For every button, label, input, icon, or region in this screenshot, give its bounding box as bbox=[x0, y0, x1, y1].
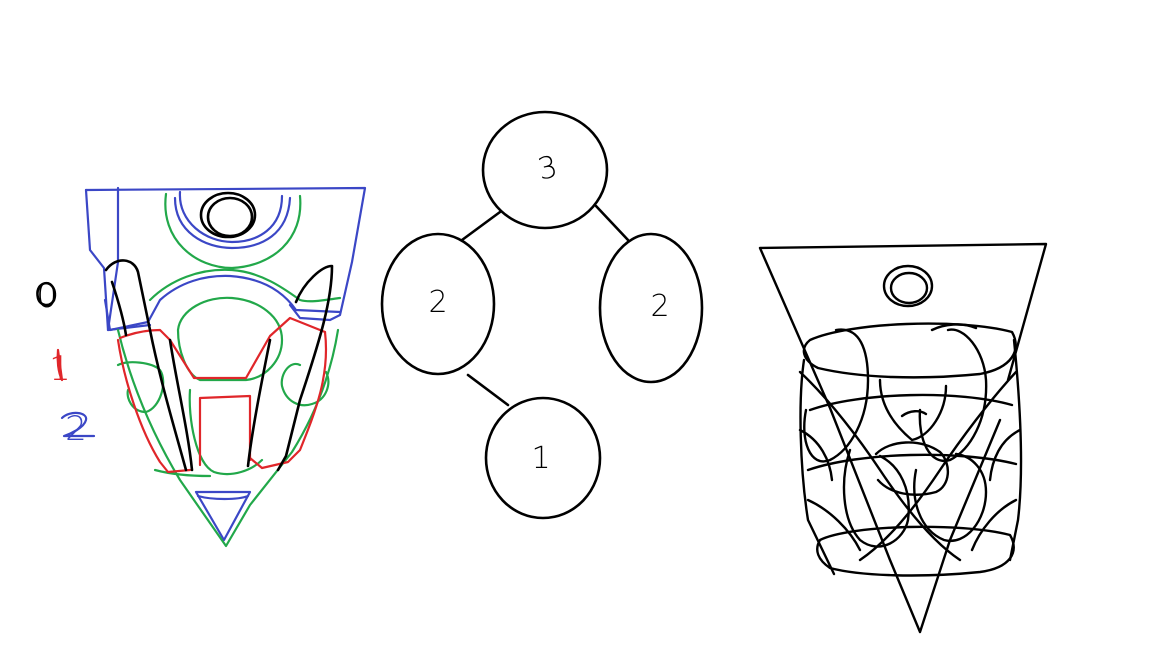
tree-node-label-left: 2 bbox=[428, 285, 447, 320]
layer-green-strokes bbox=[116, 192, 342, 548]
tree-edge-root-right bbox=[594, 204, 630, 242]
layer-0-black-strokes bbox=[36, 191, 334, 472]
tree-node-right: 2 bbox=[598, 232, 704, 384]
layer-2-blue-strokes bbox=[60, 186, 367, 542]
layer-1-red-strokes bbox=[56, 316, 328, 474]
legend-label-2: 2 bbox=[65, 409, 87, 449]
tree-node-label-root: 3 bbox=[535, 149, 561, 187]
tree-diagram: 3 2 2 1 bbox=[380, 110, 704, 520]
woven-cone-drawing bbox=[758, 242, 1048, 634]
tree-edges bbox=[460, 204, 630, 407]
tree-node-leaf: 1 bbox=[484, 396, 602, 520]
tree-edge-root-left bbox=[460, 210, 502, 242]
legend: 0 1 2 bbox=[36, 276, 87, 449]
tree-node-root: 3 bbox=[481, 110, 609, 230]
tree-node-left: 2 bbox=[380, 232, 496, 376]
tree-node-label-leaf: 1 bbox=[531, 441, 550, 476]
tree-edge-left-leaf bbox=[466, 373, 510, 407]
legend-label-0: 0 bbox=[36, 276, 58, 316]
cone-outline bbox=[758, 242, 1048, 634]
layered-cone-drawing: 0 1 2 bbox=[36, 186, 367, 548]
tree-node-label-right: 2 bbox=[650, 289, 669, 324]
legend-label-1: 1 bbox=[49, 349, 71, 389]
